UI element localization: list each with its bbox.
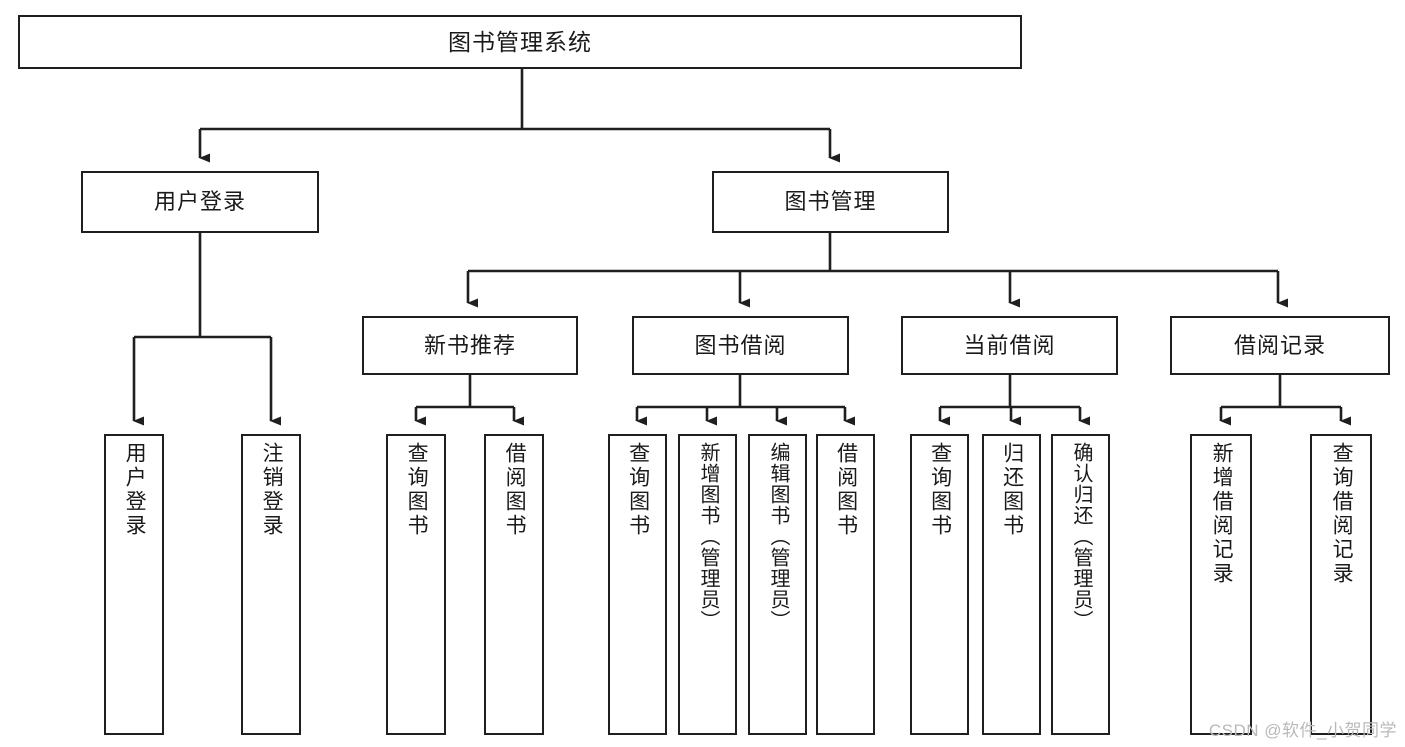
node-leaf-add-book[interactable]: 新增图书（管理员）	[678, 434, 737, 735]
node-leaf-confirm-return[interactable]: 确认归还（管理员）	[1051, 434, 1110, 735]
node-user-login[interactable]: 用户登录	[81, 171, 319, 233]
node-label: 查询图书	[928, 442, 952, 538]
node-label: 新书推荐	[423, 332, 516, 358]
node-label: 确认归还（管理员）	[1070, 442, 1092, 631]
node-label: 归还图书	[1000, 442, 1024, 538]
node-label: 新增图书（管理员）	[697, 442, 719, 631]
node-label: 当前借阅	[963, 332, 1056, 358]
node-leaf-query-book-2[interactable]: 查询图书	[608, 434, 667, 735]
watermark-label: CSDN @软件_小贺同学	[1208, 721, 1397, 740]
node-label: 查询图书	[405, 442, 429, 538]
node-label: 借阅记录	[1233, 332, 1326, 358]
node-leaf-query-record[interactable]: 查询借阅记录	[1310, 434, 1372, 735]
node-leaf-edit-book[interactable]: 编辑图书（管理员）	[748, 434, 807, 735]
node-leaf-query-book-3[interactable]: 查询图书	[910, 434, 969, 735]
node-label: 用户登录	[153, 189, 246, 215]
node-book-borrow[interactable]: 图书借阅	[632, 316, 849, 375]
node-leaf-borrow-book-1[interactable]: 借阅图书	[484, 434, 544, 735]
node-leaf-user-login[interactable]: 用户登录	[104, 434, 164, 735]
node-leaf-add-record[interactable]: 新增借阅记录	[1190, 434, 1252, 735]
node-label: 借阅图书	[834, 442, 858, 538]
node-label: 注销登录	[260, 442, 284, 538]
node-leaf-query-book-1[interactable]: 查询图书	[386, 434, 446, 735]
node-leaf-user-logout[interactable]: 注销登录	[241, 434, 301, 735]
node-borrow-record[interactable]: 借阅记录	[1170, 316, 1390, 375]
node-label: 查询图书	[626, 442, 650, 538]
node-current-borrow[interactable]: 当前借阅	[901, 316, 1118, 375]
node-new-book-rec[interactable]: 新书推荐	[362, 316, 578, 375]
node-root[interactable]: 图书管理系统	[18, 15, 1022, 69]
node-label: 图书借阅	[694, 332, 787, 358]
node-book-manage[interactable]: 图书管理	[712, 171, 949, 233]
node-leaf-return-book[interactable]: 归还图书	[982, 434, 1041, 735]
node-label: 图书管理	[784, 189, 877, 215]
node-leaf-borrow-book-2[interactable]: 借阅图书	[816, 434, 875, 735]
node-label: 借阅图书	[503, 442, 527, 538]
node-label: 用户登录	[123, 442, 147, 538]
node-label: 查询借阅记录	[1330, 442, 1354, 586]
node-label: 编辑图书（管理员）	[767, 442, 789, 631]
node-label: 新增借阅记录	[1210, 442, 1234, 586]
node-label: 图书管理系统	[448, 28, 592, 55]
